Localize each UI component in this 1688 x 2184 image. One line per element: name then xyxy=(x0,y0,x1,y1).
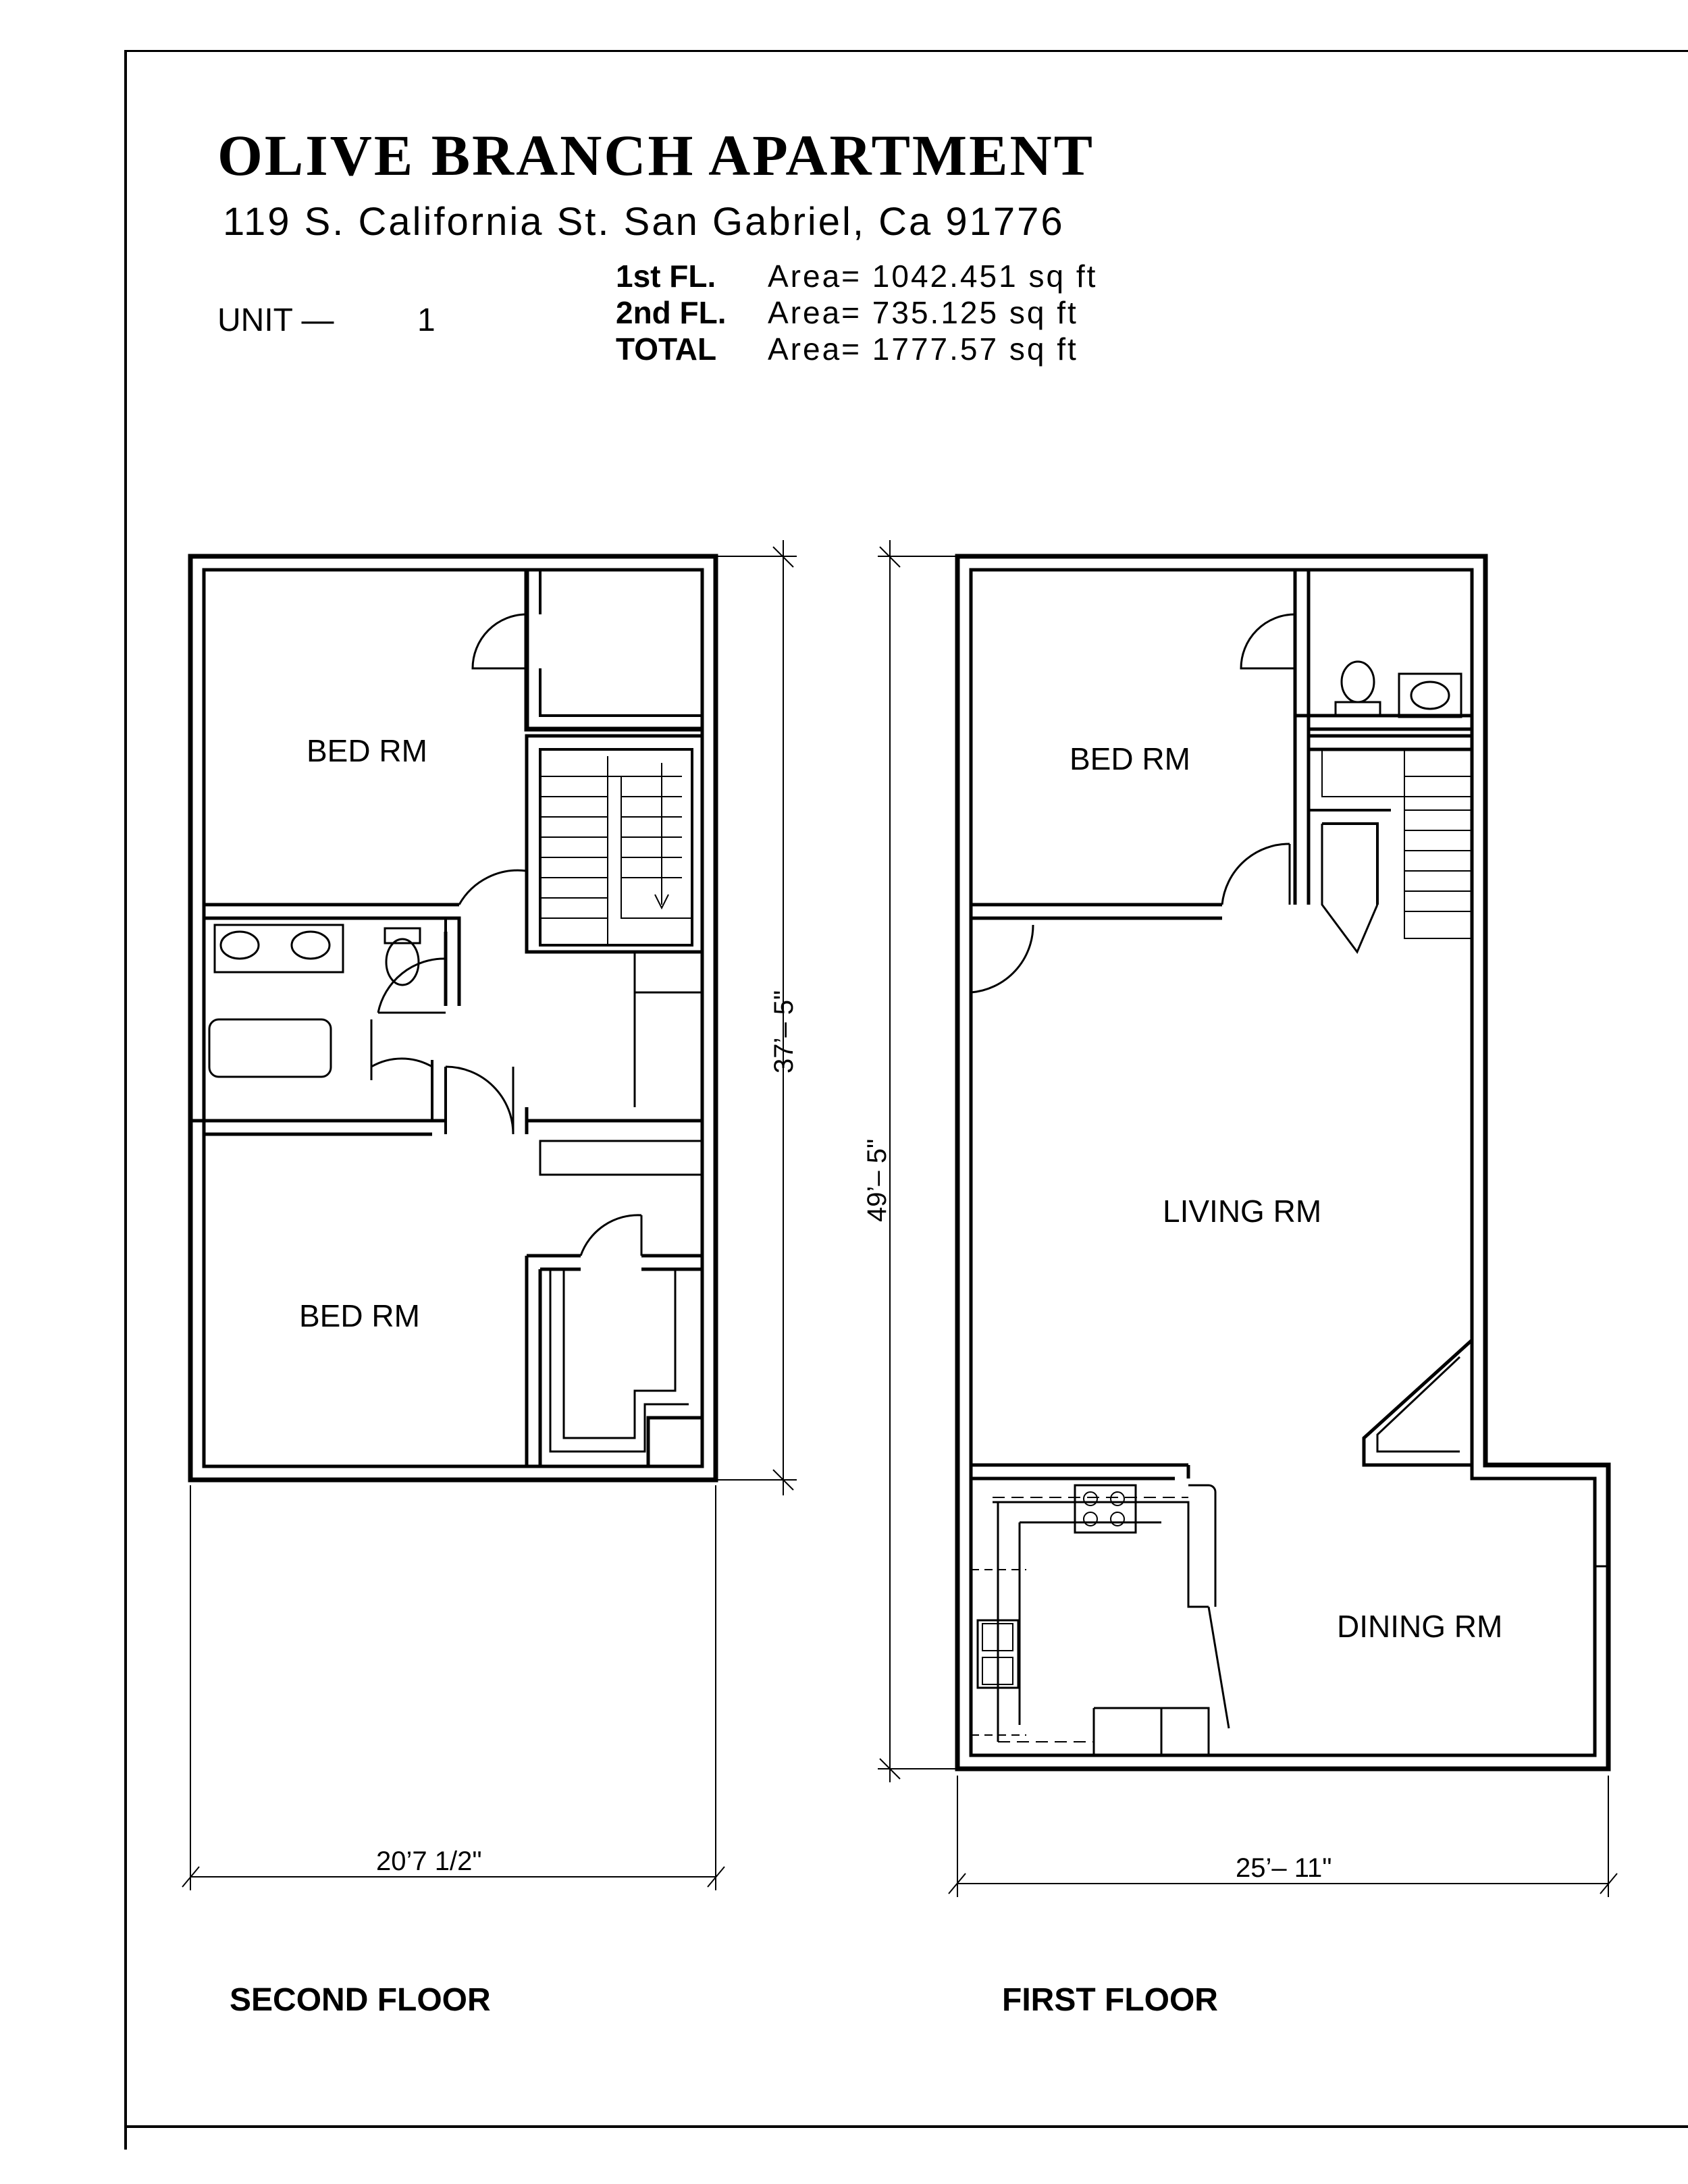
room-label: LIVING RM xyxy=(1163,1194,1321,1229)
powder-room-wall xyxy=(1295,714,1472,731)
door-swing xyxy=(1221,843,1290,905)
entry-door-swing xyxy=(970,924,1034,994)
area-floor-label: 1st FL. xyxy=(616,259,716,294)
toilet-tank xyxy=(384,927,421,944)
stair-treads xyxy=(540,776,608,919)
sheet-border-left xyxy=(124,50,127,2150)
second-floor-inner-wall xyxy=(202,568,704,1468)
closet-wall xyxy=(525,1256,542,1466)
dimension-label: 20’7 1/2" xyxy=(376,1846,482,1876)
first-floor-plan xyxy=(955,554,1611,1772)
bathroom-wall xyxy=(204,916,461,1006)
area-floor-label: TOTAL xyxy=(616,331,717,367)
area-row-first-floor: 1st FL. Area= 1042.451 sq ft xyxy=(616,258,1097,294)
sink-icon xyxy=(219,930,260,960)
bedroom-one-wall xyxy=(204,903,459,920)
double-vanity xyxy=(213,924,344,974)
area-value: Area= 1777.57 sq ft xyxy=(768,331,1078,367)
stair-treads xyxy=(1321,749,1472,939)
dimension-label: 49’– 5" xyxy=(862,1139,892,1222)
first-floor-inner-wall xyxy=(969,568,1597,1757)
kitchen-wall xyxy=(971,1463,1188,1481)
dimension-label: 37’– 5" xyxy=(769,990,799,1073)
door-swing xyxy=(445,1065,515,1135)
area-row-total: TOTAL Area= 1777.57 sq ft xyxy=(616,331,1078,367)
room-label: BED RM xyxy=(307,733,427,768)
door-swing xyxy=(377,957,446,1013)
room-label: BED RM xyxy=(299,1298,420,1333)
sink-icon xyxy=(1410,681,1450,710)
area-floor-label: 2nd FL. xyxy=(616,295,727,330)
closet-wall xyxy=(524,570,702,732)
toilet-icon xyxy=(385,938,420,986)
angled-wall xyxy=(1362,1339,1473,1467)
bedroom-wall xyxy=(971,903,1222,920)
door-swing xyxy=(579,1214,642,1256)
range-icon xyxy=(1074,1484,1137,1534)
stair-enclosure xyxy=(525,734,704,954)
dimension-label: 25’– 11" xyxy=(1236,1853,1331,1883)
kitchen-sink-icon xyxy=(976,1619,1020,1689)
second-floor-outer-wall xyxy=(188,554,718,1483)
second-floor-plan xyxy=(188,554,718,1483)
lavatory xyxy=(1398,672,1462,718)
dimension-lines xyxy=(182,540,1618,1897)
unit-label: UNIT — xyxy=(217,302,334,338)
area-value: Area= 735.125 sq ft xyxy=(768,295,1078,330)
area-row-second-floor: 2nd FL. Area= 735.125 sq ft xyxy=(616,294,1078,331)
second-floor-label: SECOND FLOOR xyxy=(230,1982,491,2018)
sheet-border-top xyxy=(124,50,1688,52)
closet-door xyxy=(1321,824,1379,954)
bathtub-icon xyxy=(208,1018,332,1078)
address: 119 S. California St. San Gabriel, Ca 91… xyxy=(223,200,1065,244)
room-label: BED RM xyxy=(1070,741,1190,776)
page-title: OLIVE BRANCH APARTMENT xyxy=(217,123,1094,188)
toilet-icon xyxy=(1340,660,1375,703)
toilet-tank xyxy=(1334,701,1381,717)
room-label: DINING RM xyxy=(1337,1609,1502,1644)
kitchen-counter xyxy=(993,1501,1230,1729)
first-floor-outer-wall xyxy=(955,554,1611,1772)
sheet-border-bottom xyxy=(124,2125,1688,2128)
sink-icon xyxy=(290,930,331,960)
unit-number: 1 xyxy=(417,302,436,338)
first-floor-label: FIRST FLOOR xyxy=(1002,1982,1218,2018)
area-value: Area= 1042.451 sq ft xyxy=(768,259,1098,294)
